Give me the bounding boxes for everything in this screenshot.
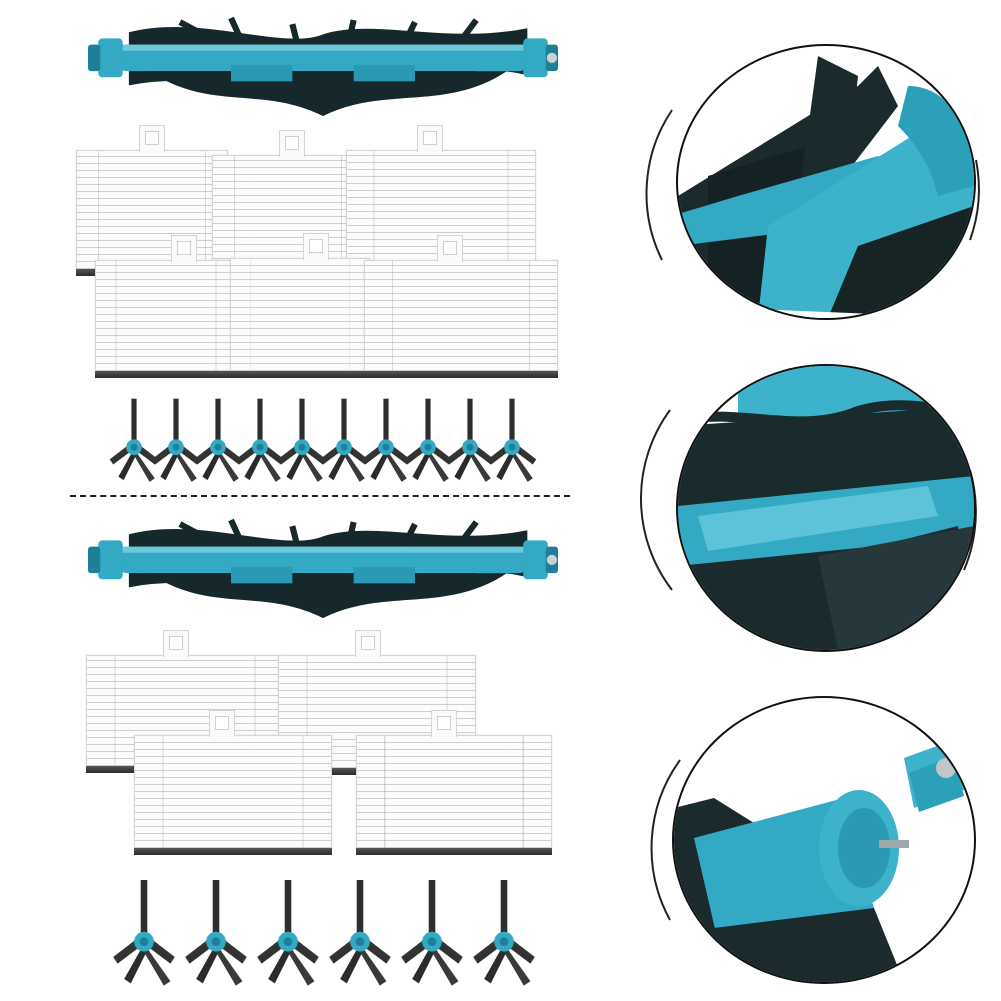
side-brush-icon: [185, 880, 247, 986]
side-brush-row-bottom: [110, 880, 580, 992]
hepa-filter-icon: [212, 130, 364, 273]
zoom-view-bristle-blade: [676, 44, 976, 320]
hepa-filter-icon: [364, 235, 558, 378]
zoom-view-3-image: [674, 738, 969, 982]
hepa-filter-icon: [346, 125, 536, 268]
hepa-filter-icon: [356, 710, 552, 855]
side-brush-icon: [401, 880, 463, 986]
side-brush-icon: [329, 880, 391, 986]
side-brush-row-top: [108, 398, 568, 490]
hepa-filter-icon: [76, 125, 228, 276]
hepa-filter-icon: [95, 235, 237, 378]
main-brush-icon: [88, 508, 558, 626]
side-brush-icon: [473, 880, 535, 986]
zoom-view-2-image: [678, 366, 974, 650]
zoom-view-brush-strip: [676, 364, 976, 652]
side-brush-icon: [257, 880, 319, 986]
hepa-filter-icon: [230, 233, 370, 378]
main-brush-icon: [88, 6, 558, 124]
kit-divider: [70, 495, 570, 497]
zoom-view-end-cap: [672, 696, 976, 984]
zoom-view-1-image: [678, 56, 974, 318]
hepa-filter-icon: [134, 710, 332, 855]
side-brush-icon: [487, 398, 537, 482]
side-brush-icon: [113, 880, 175, 986]
